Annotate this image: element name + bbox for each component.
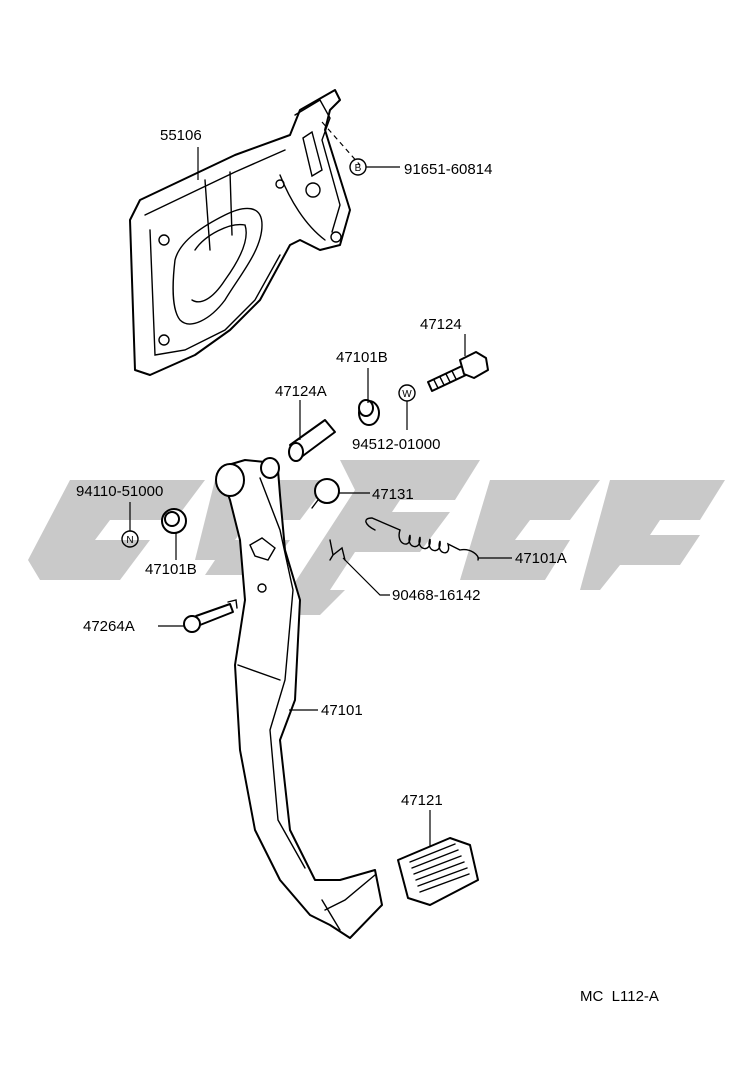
nut-symbol-n: N	[121, 530, 139, 548]
svg-text:N: N	[126, 535, 133, 546]
washer-symbol-w: W	[398, 384, 416, 402]
label-47101b-left: 47101B	[145, 561, 197, 578]
label-94512-01000: 94512-01000	[352, 436, 440, 453]
pivot-collar	[288, 419, 336, 462]
label-47121: 47121	[401, 792, 443, 809]
pedal-pad	[397, 837, 479, 906]
bushing-top	[358, 399, 380, 426]
diagram-reference-code: MC L112-A	[580, 988, 659, 1005]
label-47101a: 47101A	[515, 550, 567, 567]
label-55106: 55106	[160, 127, 202, 144]
leader-lines	[129, 147, 512, 846]
label-47264a: 47264A	[83, 618, 135, 635]
svg-text:W: W	[402, 389, 412, 400]
pedal-support-bracket	[129, 89, 351, 376]
label-47101: 47101	[321, 702, 363, 719]
label-47124: 47124	[420, 316, 462, 333]
clevis-pin	[311, 478, 340, 509]
bushing-left	[161, 508, 187, 534]
label-47124a: 47124A	[275, 383, 327, 400]
return-spring	[365, 517, 479, 561]
bolt-guide-line	[321, 121, 361, 166]
spring-clip	[329, 539, 346, 561]
watermark-logo	[28, 460, 725, 615]
label-94110-51000: 94110-51000	[76, 483, 163, 500]
svg-text:B: B	[355, 163, 362, 174]
pedal-arm	[215, 457, 383, 939]
pivot-bolt	[427, 351, 489, 392]
label-90468-16142: 90468-16142	[392, 587, 480, 604]
label-47101b-top: 47101B	[336, 349, 388, 366]
label-47131: 47131	[372, 486, 414, 503]
bolt-symbol-b: B	[349, 158, 367, 176]
clevis-bolt	[183, 599, 238, 633]
label-91651-60814: 91651-60814	[404, 161, 492, 178]
